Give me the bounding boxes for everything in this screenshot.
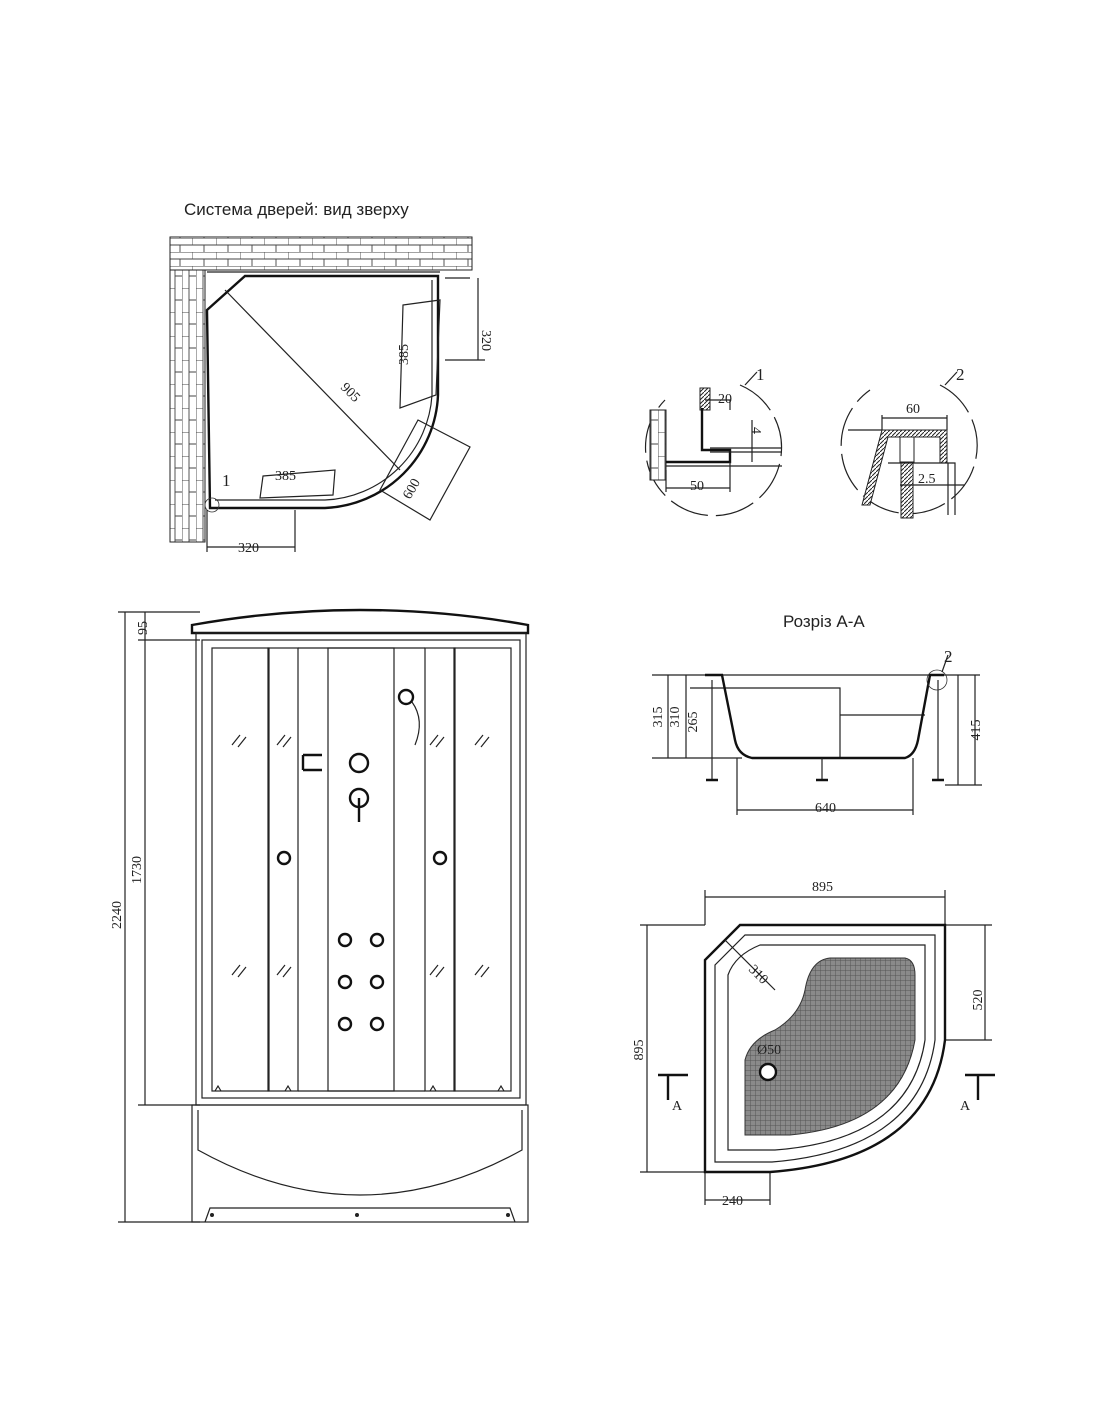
dim-640: 640 [815, 801, 836, 816]
detail-1-dim-20: 20 [718, 392, 732, 407]
dim-415: 415 [969, 720, 984, 741]
wall-top [169, 236, 473, 271]
dim-roof-height: 95 [136, 621, 151, 635]
tray-dim-240: 240 [722, 1194, 743, 1209]
drain-icon [758, 1062, 778, 1082]
tub-profile [705, 673, 944, 760]
detail-1-callout: 1 [756, 365, 765, 384]
dim-side-bottom: 320 [238, 541, 259, 556]
section-callout-2: 2 [944, 647, 953, 666]
detail-2-dim-60: 60 [906, 402, 920, 417]
roof [190, 608, 530, 635]
enclosure-outline [205, 274, 440, 510]
dim-310: 310 [668, 707, 683, 728]
massage-jets [337, 932, 385, 1032]
tray-base [191, 1104, 529, 1223]
door-handle[interactable] [276, 850, 292, 866]
shelf-icon [301, 753, 322, 772]
glass-panel [211, 647, 270, 1092]
diagonal-dimension-line [224, 289, 401, 471]
glass-panel [453, 647, 512, 1092]
drain-label: Ø50 [757, 1043, 781, 1058]
dim-315: 315 [651, 707, 666, 728]
dim-side-right: 320 [478, 330, 493, 351]
section-mark-left: A [672, 1099, 683, 1114]
tray-dim-520: 520 [971, 990, 986, 1011]
tray-dim-width: 895 [812, 880, 833, 895]
dim-diagonal: 905 [337, 380, 362, 405]
section-mark-right: A [960, 1099, 971, 1114]
detail-1: 1 20 4 50 [644, 365, 783, 517]
tray-outline [703, 923, 947, 1174]
anti-slip-mesh [744, 957, 916, 1136]
tray-dim-depth: 895 [632, 1040, 647, 1061]
detail-1-dim-4: 4 [748, 427, 763, 434]
dim-door-opening: 600 [400, 476, 423, 502]
tray-plan: 895 895 520 240 310 Ø50 A A [632, 880, 995, 1209]
section-a-a: Розріз А-А 2 315 310 265 415 640 [651, 612, 984, 816]
callout-1: 1 [222, 471, 231, 490]
door-handle[interactable] [432, 850, 448, 866]
wall-left [169, 269, 206, 543]
detail-2-dim-2-5: 2.5 [918, 472, 936, 487]
section-title: Розріз А-А [783, 612, 865, 631]
detail-1-dim-50: 50 [690, 479, 704, 494]
tray-dim-310: 310 [745, 962, 770, 987]
dim-glass-height: 1730 [130, 856, 145, 884]
detail-2-callout: 2 [956, 365, 965, 384]
control-knob[interactable] [348, 752, 370, 774]
dim-total-height: 2240 [110, 901, 125, 929]
cabin-frame [195, 632, 527, 1106]
top-view-title: Система дверей: вид зверху [184, 200, 409, 219]
detail-2: 2 60 2.5 [840, 365, 978, 519]
dim-door-bottom: 385 [275, 469, 296, 484]
top-view: Система дверей: вид зверху 905 385 385 3… [169, 200, 493, 556]
dim-door-right: 385 [397, 344, 412, 365]
dim-265: 265 [686, 712, 701, 733]
front-view: 95 1730 2240 [110, 608, 530, 1223]
shower-head-icon [397, 688, 415, 706]
